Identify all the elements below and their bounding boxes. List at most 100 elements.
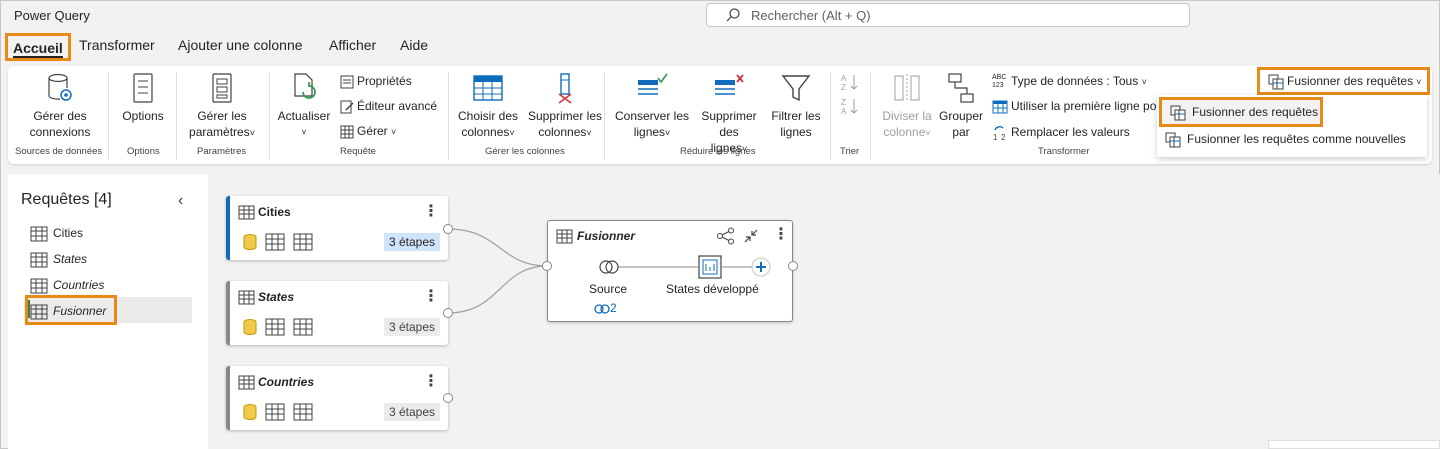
steps-badge[interactable]: 3 étapes	[383, 318, 440, 336]
more-options-icon[interactable]: ⋮	[423, 288, 439, 305]
expand-column-icon[interactable]	[698, 255, 722, 279]
choose-columns-button[interactable]: Choisir des colonnes˅	[456, 72, 520, 141]
advanced-editor-button[interactable]: Éditeur avancé	[340, 96, 437, 116]
query-item-fusionner[interactable]: Fusionner	[30, 300, 106, 322]
search-box[interactable]: Rechercher (Alt + Q)	[706, 3, 1190, 27]
group-by-icon	[948, 73, 974, 103]
options-button[interactable]: Options	[118, 72, 168, 124]
group-label-sources: Sources de données	[15, 146, 103, 157]
card-step-icons	[242, 403, 317, 421]
keep-rows-button[interactable]: Conserver les lignes˅	[613, 72, 691, 141]
title-bar: Power Query Rechercher (Alt + Q)	[0, 0, 1440, 30]
table-icon	[340, 125, 354, 139]
use-first-row-button[interactable]: Utiliser la première ligne po	[992, 96, 1157, 116]
table-icon	[30, 226, 48, 242]
group-label-parameters: Paramètres	[197, 146, 247, 157]
properties-button[interactable]: Propriétés	[340, 71, 412, 91]
link-icon	[594, 304, 610, 314]
table-step-icon	[293, 318, 313, 336]
app-title: Power Query	[14, 8, 90, 23]
database-icon	[243, 404, 257, 420]
output-port[interactable]	[443, 308, 453, 318]
query-card-fusionner[interactable]: Fusionner ⋮ Source States développé 2	[547, 220, 793, 322]
query-item-cities[interactable]: Cities	[30, 222, 83, 244]
input-port[interactable]	[542, 261, 552, 271]
step-label-source: Source	[589, 282, 628, 296]
refresh-button[interactable]: Actualiser ˅	[274, 72, 334, 140]
selected-query-indicator	[27, 300, 30, 318]
table-icon	[30, 278, 48, 294]
svg-text:2: 2	[1001, 133, 1006, 141]
step-label-expanded: States développé	[666, 282, 759, 296]
group-label-sort: Trier	[840, 146, 860, 157]
reference-count[interactable]: 2	[594, 301, 617, 315]
ribbon-separator	[108, 72, 109, 160]
data-type-123-icon: 123	[992, 81, 1004, 89]
output-port[interactable]	[788, 261, 798, 271]
sort-ascending-icon[interactable]: A Z	[840, 72, 860, 92]
more-options-icon[interactable]: ⋮	[773, 226, 789, 243]
query-card-cities[interactable]: Cities ⋮ 3 étapes	[226, 196, 448, 260]
tab-aide[interactable]: Aide	[400, 37, 429, 53]
more-options-icon[interactable]: ⋮	[423, 203, 439, 220]
query-item-states[interactable]: States	[30, 248, 87, 270]
steps-badge[interactable]: 3 étapes	[383, 233, 440, 251]
venn-merge-icon[interactable]	[598, 259, 620, 275]
output-port[interactable]	[443, 224, 453, 234]
collapse-pane-icon[interactable]: ‹	[178, 192, 184, 209]
refresh-icon	[294, 73, 316, 99]
card-title: States	[238, 290, 294, 305]
card-title: Fusionner	[556, 229, 635, 244]
selected-query-outline	[25, 295, 117, 325]
chevron-down-icon: ˅	[586, 128, 592, 138]
sort-descending-icon[interactable]: Z A	[840, 96, 860, 116]
steps-badge[interactable]: 3 étapes	[383, 403, 440, 421]
data-type-abc-icon: ABC	[992, 73, 1007, 81]
canvas-minimap	[1268, 440, 1440, 449]
filter-icon	[781, 75, 811, 102]
query-card-states[interactable]: States ⋮ 3 étapes	[226, 281, 448, 345]
chevron-down-icon: ˅	[249, 128, 255, 138]
ribbon-separator	[448, 72, 449, 160]
keep-rows-icon	[638, 73, 668, 95]
remove-rows-icon	[715, 74, 744, 95]
ribbon-separator	[830, 72, 831, 160]
tab-accueil[interactable]: Accueil	[5, 33, 71, 61]
tab-afficher[interactable]: Afficher	[329, 37, 377, 53]
tab-ajouter-colonne[interactable]: Ajouter une colonne	[178, 37, 303, 53]
svg-text:Z: Z	[841, 83, 846, 92]
table-step-icon	[265, 318, 285, 336]
remove-columns-button[interactable]: Supprimer les colonnes˅	[522, 72, 608, 141]
manage-query-button[interactable]: Gérer ˅	[340, 121, 396, 141]
add-step-icon[interactable]	[751, 257, 771, 277]
share-icon[interactable]	[716, 227, 736, 245]
chevron-down-icon: ˅	[925, 128, 931, 138]
query-item-countries[interactable]: Countries	[30, 274, 104, 296]
menu-item-merge-queries-new[interactable]: Fusionner les requêtes comme nouvelles	[1157, 127, 1427, 157]
svg-text:A: A	[841, 74, 847, 83]
ribbon-separator	[870, 72, 871, 160]
query-card-countries[interactable]: Countries ⋮ 3 étapes	[226, 366, 448, 430]
tab-transformer[interactable]: Transformer	[79, 37, 155, 53]
remove-rows-button[interactable]: Supprimer des lignes˅	[690, 72, 768, 157]
menu-item-merge-queries[interactable]: Fusionner des requêtes	[1159, 97, 1323, 127]
card-title: Cities	[238, 205, 291, 220]
manage-connections-button[interactable]: Gérer des connexions	[22, 72, 98, 140]
collapse-icon[interactable]	[742, 227, 760, 245]
filter-rows-button[interactable]: Filtrer les lignes	[768, 72, 824, 140]
table-icon	[238, 375, 255, 390]
merge-queries-dropdown[interactable]: Fusionner des requêtes˅	[1257, 67, 1430, 95]
parameters-icon	[212, 73, 232, 103]
group-by-button[interactable]: Grouper par	[936, 72, 986, 140]
manage-parameters-button[interactable]: Gérer les paramètres˅	[184, 72, 260, 141]
more-options-icon[interactable]: ⋮	[423, 373, 439, 390]
queries-pane-title: Requêtes [4]	[21, 191, 112, 208]
table-icon	[238, 205, 255, 220]
group-label-options: Options	[127, 146, 160, 157]
output-port[interactable]	[443, 393, 453, 403]
card-step-icons	[242, 233, 317, 251]
split-column-button[interactable]: Diviser la colonne˅	[878, 72, 936, 141]
